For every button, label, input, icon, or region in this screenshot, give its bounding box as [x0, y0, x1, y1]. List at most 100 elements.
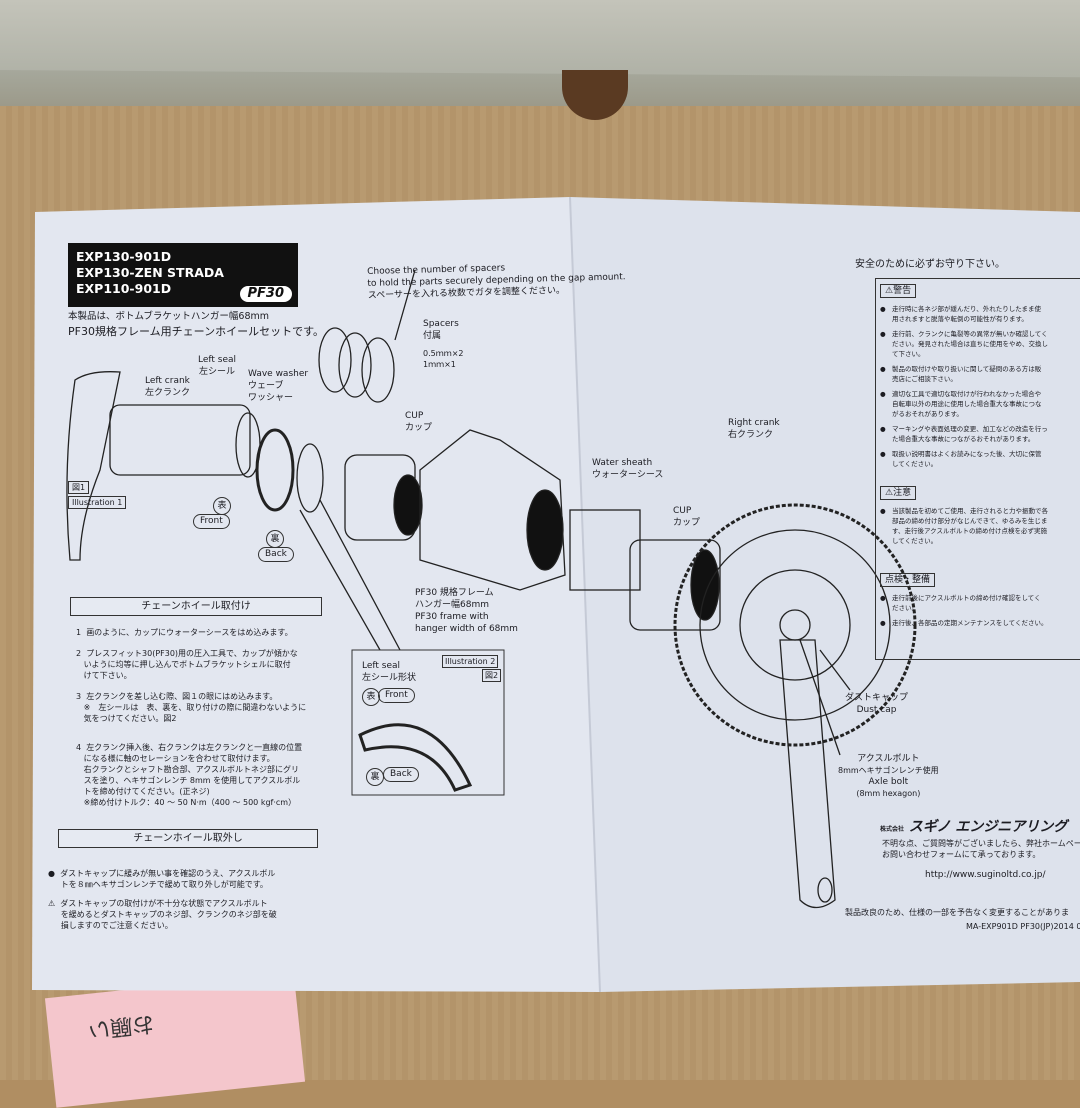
document-code: MA-EXP901D PF30(JP)2014 04	[966, 922, 1080, 931]
front-label: Front	[378, 688, 415, 703]
model-name: EXP130-ZEN STRADA	[76, 265, 224, 280]
label-jp: PF30 規格フレーム	[415, 588, 494, 598]
maintenance-title: 点検・整備	[880, 573, 936, 587]
back-jp-marker: 裏	[366, 768, 384, 786]
company-url-link[interactable]: http://www.suginoltd.co.jp/	[925, 870, 1046, 880]
instruction-sheet	[32, 196, 1080, 993]
model-title-block: EXP130-901D EXP130-ZEN STRADA EXP110-901…	[68, 243, 298, 307]
label-jp: 8mmヘキサゴンレンチ使用	[838, 766, 939, 775]
install-steps: 1 画のように、カップにウォーターシースをはめ込みます。 2 プレスフィット30…	[76, 627, 306, 808]
removal-header: チェーンホイール取外し	[58, 829, 318, 848]
sheet-right-page	[570, 197, 1080, 992]
warning-icon: ⚠	[885, 488, 894, 498]
illustration2-title: Illustration 2	[442, 655, 499, 668]
box-lid-flap	[0, 0, 1080, 80]
label-en: Wave washer	[248, 369, 309, 379]
bullet-icon: ●	[880, 507, 886, 515]
step-line: プレスフィット30(PF30)用の圧入工具で、カップが傾かな	[86, 649, 298, 658]
safety-line: 取扱い説明書はよくお読みになった後、大切に保管	[892, 450, 1042, 458]
safety-line: 部品の締め付け部分がなじんできて、ゆるみを生じま	[892, 517, 1048, 525]
label-en: Right crank	[728, 418, 780, 428]
safety-line: す、走行後アクスルボルトの締め付け点検を必ず実施	[892, 527, 1047, 535]
crank-spider	[739, 569, 851, 681]
label-en: Left seal	[362, 661, 401, 671]
step-number: 1	[76, 628, 82, 637]
label-jp: ダストキャップ	[845, 693, 909, 703]
removal-item: ● ダストキャップに緩みが無い事を確認のうえ、アクスルボル トを８㎜ヘキサゴンレ…	[48, 868, 277, 890]
safety-line: がるおそれがあります。	[892, 410, 963, 418]
intro-text: 本製品は、ボトムブラケットハンガー幅68mm PF30規格フレーム用チェーンホイ…	[68, 309, 324, 339]
step-line: ※ 左シールは 表、裏を、取り付けの際に間違わないように	[83, 703, 307, 712]
sheet-left-page	[32, 197, 600, 992]
caution-title-text: 注意	[893, 488, 912, 498]
removal-line: ダストキャップに緩みが無い事を確認のうえ、アクスルボル	[60, 869, 276, 878]
safety-item: ●走行前、クランクに亀裂等の異常が無いか確認してください。発見された場合は直ちに…	[880, 329, 1048, 359]
step-line: 左クランク挿入後、右クランクは左クランクと一直線の位置	[86, 743, 303, 752]
left-seal	[255, 428, 295, 512]
bullet-icon: ●	[880, 330, 886, 338]
front-jp-marker: 表	[213, 497, 231, 515]
safety-line: してください。	[892, 460, 938, 468]
install-header: チェーンホイール取付け	[70, 597, 322, 616]
label-jp: アクスルボルト	[857, 754, 920, 764]
spacer-1	[318, 327, 352, 393]
wave-washer-label: Wave washer ウェーブワッシャー	[248, 368, 308, 404]
label-jp: ハンガー幅68mm	[415, 600, 489, 610]
removal-item: ⚠ ダストキャップの取付けが不十分な状態でアクスルボルト を緩めるとダストキャッ…	[48, 898, 277, 931]
frame-opening	[526, 489, 564, 571]
model-name: EXP130-901D	[76, 249, 172, 264]
bullet-icon: ●	[880, 619, 886, 627]
step-number: 4	[76, 743, 82, 752]
sheet-fold	[569, 196, 601, 993]
safety-line: 走行時に各ネジ部が緩んだり、外れたりしたまま使	[892, 305, 1042, 313]
spacer-size: 0.5ｍｍ×2	[423, 349, 464, 358]
safety-line: 適切な工具で適切な取付けが行われなかった場合や	[892, 390, 1042, 398]
step-line: けて下さい。	[83, 671, 132, 680]
model-name: EXP110-901D	[76, 281, 172, 296]
step-line: 右クランクとシャフト勘合部、アクスルボルトネジ部にグリ	[83, 765, 299, 774]
safety-heading: 安全のために必ずお守り下さい。	[855, 259, 1005, 270]
label-en: Dust cap	[856, 705, 897, 715]
removal-line: を緩めるとダストキャップのネジ部、クランクのネジ部を破	[60, 910, 277, 919]
label-jp: カップ	[405, 423, 433, 433]
back-label: Back	[383, 767, 419, 782]
spacers-jp: 付属	[423, 331, 442, 341]
label-jp: ウェーブ	[248, 381, 284, 391]
safety-item: ●走行時に各ネジ部が緩んだり、外れたりしたまま使用されますと脱落や転倒の可能性が…	[880, 304, 1048, 324]
back-label: Back	[258, 547, 294, 562]
step-line: ※締め付けトルク：40 ～ 50 N·m（400 ～ 500 kgf·cm）	[83, 798, 297, 807]
warning-list: ●走行時に各ネジ部が緩んだり、外れたりしたまま使用されますと脱落や転倒の可能性が…	[880, 304, 1048, 469]
label-en: Left seal	[198, 355, 237, 365]
fig1-tag: 図1	[68, 481, 90, 494]
left-crank-arm	[66, 371, 121, 561]
contact-line: 不明な点、ご質問等がございましたら、弊社ホームペー	[882, 839, 1080, 848]
safety-line: 売店にご相談下さい。	[892, 375, 957, 383]
bullet-icon: ●	[880, 305, 886, 313]
intro-line: 本製品は、ボトムブラケットハンガー幅68mm	[68, 311, 270, 322]
install-step: 3 左クランクを差し込む際、図１の眼にはめ込みます。 ※ 左シールは 表、裏を、…	[76, 691, 306, 724]
spacer-size: 1ｍｍ×1	[423, 360, 456, 369]
label-jp: ワッシャー	[248, 393, 294, 403]
install-step: 2 プレスフィット30(PF30)用の圧入工具で、カップが傾かな いように均等に…	[76, 648, 306, 681]
safety-line: 自転車以外の用途に使用した場合重大な事故につな	[892, 400, 1042, 408]
install-step: 1 画のように、カップにウォーターシースをはめ込みます。	[76, 627, 306, 638]
safety-line: て下さい。	[892, 350, 925, 358]
safety-line: 走行後、各部品の定期メンテナンスをしてください。	[892, 619, 1048, 627]
illustration1-tag: Illustration 1	[68, 496, 127, 509]
safety-item: ●適切な工具で適切な取付けが行われなかった場合や自転車以外の用途に使用した場合重…	[880, 389, 1048, 419]
label-jp: ウォーターシース	[592, 470, 664, 480]
step-line: になる様に軸のセレーションを合わせて取付けます。	[83, 754, 275, 763]
left-cup-opening	[393, 474, 423, 536]
safety-item: ●製品の取付けや取り扱いに関して疑問のある方は販売店にご相談下さい。	[880, 364, 1048, 384]
spacers-en: Spacers	[423, 319, 459, 329]
bullet-icon: ●	[880, 365, 886, 373]
warning-title: ⚠警告	[880, 284, 917, 298]
label-en: Water sheath	[592, 458, 653, 468]
label-jp: 左シール	[199, 367, 236, 377]
dust-cap-label: ダストキャップ Dust cap	[845, 692, 908, 716]
safety-line: 走行前後にアクスルボルトの締め付け確認をしてく	[892, 594, 1041, 602]
